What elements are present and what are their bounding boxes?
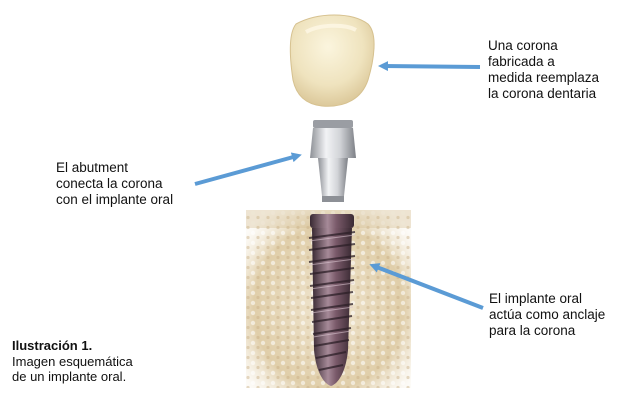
abutment-label: El abutment conecta la corona con el imp…	[56, 160, 173, 208]
implant-label-line: El implante oral	[489, 291, 605, 307]
crown-label-line: la corona dentaria	[488, 86, 599, 102]
crown-label-line: fabricada a	[488, 54, 599, 70]
crown-label-line: Una corona	[488, 38, 599, 54]
arrow-to-crown	[383, 66, 480, 67]
arrow-to-abutment	[195, 156, 297, 184]
crown-shape	[290, 15, 374, 106]
abutment-label-line: con el implante oral	[56, 192, 173, 208]
caption-line: de un implante oral.	[12, 369, 133, 385]
implant-label-line: actúa como anclaje	[489, 307, 605, 323]
crown-label-line: medida reemplaza	[488, 70, 599, 86]
caption-line: Imagen esquemática	[12, 354, 133, 370]
implant-label-line: para la corona	[489, 323, 605, 339]
figure-caption: Ilustración 1. Imagen esquemática de un …	[12, 338, 133, 385]
abutment-label-line: El abutment	[56, 160, 173, 176]
caption-title: Ilustración 1.	[12, 338, 133, 354]
crown-label: Una corona fabricada a medida reemplaza …	[488, 38, 599, 102]
implant-label: El implante oral actúa como anclaje para…	[489, 291, 605, 339]
abutment-label-line: conecta la corona	[56, 176, 173, 192]
abutment-shape	[310, 120, 356, 202]
